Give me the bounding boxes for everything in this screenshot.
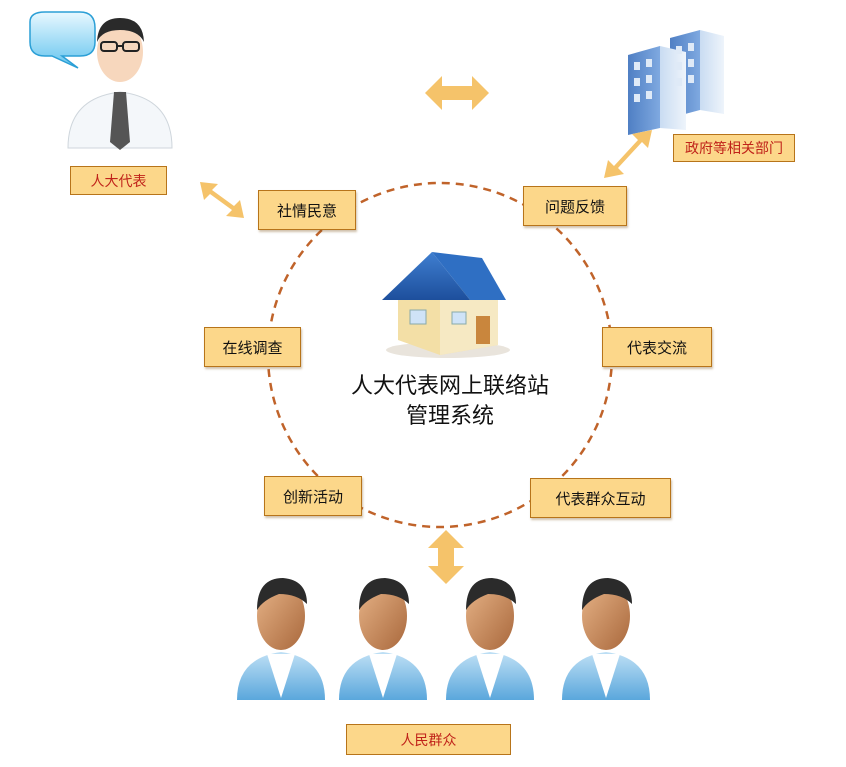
module-sheqing-minyi[interactable]: 社情民意 (258, 190, 356, 230)
arrow-rep-to-gov (425, 76, 489, 110)
arrow-circle-to-people (428, 530, 464, 584)
module-daibiao-jiaoliu[interactable]: 代表交流 (602, 327, 712, 367)
speech-bubble-icon (29, 11, 96, 69)
arrow-gov-to-circle (604, 130, 652, 178)
person-icon-4 (562, 578, 650, 700)
arrow-rep-to-circle (200, 182, 244, 218)
module-zaixian-diaocha[interactable]: 在线调查 (204, 327, 301, 367)
system-title-line1: 人大代表网上联络站 (350, 374, 549, 399)
representative-label: 人大代表 (70, 166, 167, 195)
government-building-icon (628, 30, 724, 135)
module-wenti-fankui[interactable]: 问题反馈 (523, 186, 627, 226)
module-daibiao-qunzhong-hudong[interactable]: 代表群众互动 (530, 478, 671, 518)
system-title-line2: 管理系统 (405, 404, 494, 429)
house-icon (382, 252, 510, 358)
person-icon-2 (339, 578, 427, 700)
people-label: 人民群众 (346, 724, 511, 755)
government-label: 政府等相关部门 (673, 134, 795, 162)
person-icon-1 (237, 578, 325, 700)
module-chuangxin-huodong[interactable]: 创新活动 (264, 476, 362, 516)
person-icon-3 (446, 578, 534, 700)
representative-icon (67, 18, 173, 150)
